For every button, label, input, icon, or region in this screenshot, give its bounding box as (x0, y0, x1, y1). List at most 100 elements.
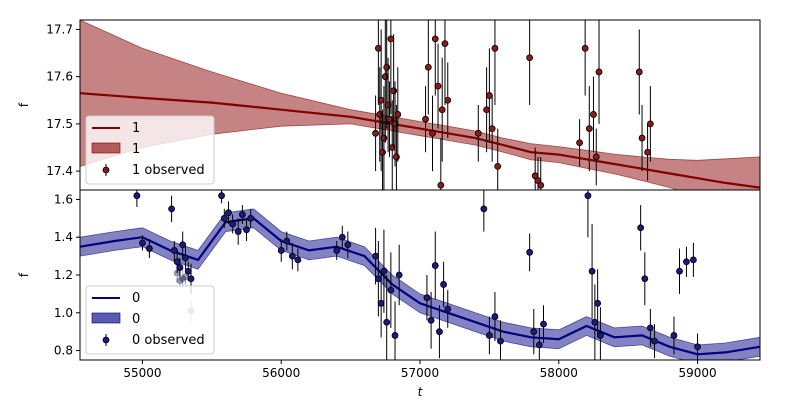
top-observed-point (376, 67, 384, 162)
top-observed-point (431, 20, 439, 96)
bottom-observed-point (694, 333, 701, 360)
top-observed-point (576, 119, 583, 167)
bottom-xtick-label: 56000 (262, 366, 300, 380)
top-ytick-label: 17.6 (46, 70, 73, 84)
bottom-observed-point (646, 309, 654, 347)
bottom-observed-point (683, 246, 690, 277)
top-observed-point (644, 123, 651, 181)
bottom-y-ticks: 0.81.01.21.41.6 (54, 192, 80, 358)
top-observed-point (592, 128, 600, 186)
top-observed-point (374, 20, 382, 105)
bottom-observed-point (179, 231, 187, 258)
bottom-observed-point (218, 190, 225, 204)
top-mean-line (80, 92, 760, 189)
bottom-observed-point (133, 190, 141, 207)
bottom-observed-point (333, 241, 341, 260)
bottom-observed-point (247, 208, 255, 228)
bottom-legend-label-line: 0 (132, 291, 140, 306)
bottom-mean-line-layer (80, 217, 760, 356)
top-observed-point (638, 105, 646, 172)
top-observed-point (595, 20, 603, 124)
bottom-ytick-label: 1.2 (54, 268, 73, 282)
bottom-observed-point (480, 190, 488, 232)
top-observed-point (422, 86, 429, 153)
bottom-observed-point (440, 261, 447, 308)
bottom-observed-point (431, 231, 439, 300)
top-observed-point (441, 20, 449, 105)
bottom-observed-point (288, 242, 296, 270)
bottom-observed-point (594, 269, 602, 338)
bottom-observed-point (229, 214, 237, 234)
bottom-observed-point (383, 275, 391, 360)
bottom-observed-point (444, 290, 452, 328)
top-observed-point (585, 86, 593, 172)
bottom-ytick-label: 1.0 (54, 306, 73, 320)
top-y-ticks: 17.4 17.5 17.6 17.7 (46, 22, 80, 178)
top-observed-point (488, 95, 496, 162)
top-legend: 1 1 1 observed (85, 115, 215, 185)
top-ytick-label: 17.5 (46, 117, 73, 131)
top-confidence-band-layer (80, 20, 760, 190)
top-legend-box (85, 115, 215, 185)
bottom-observed-point (497, 320, 504, 360)
bottom-observed-point (243, 218, 250, 241)
top-observed-point (635, 29, 643, 115)
bottom-observed-point (540, 305, 547, 343)
top-observed-point (526, 20, 534, 105)
bottom-observed-point (485, 316, 493, 355)
bottom-observed-point (176, 258, 184, 277)
top-observed-point (537, 156, 545, 190)
top-observed-point (581, 20, 589, 96)
bottom-observed-point (182, 246, 189, 270)
top-observed-point (590, 76, 597, 153)
bottom-xtick-label: 59000 (678, 366, 716, 380)
bottom-observed-point (277, 239, 285, 262)
top-legend-band-swatch (91, 142, 121, 154)
top-observed-point (383, 20, 391, 129)
top-legend-label-band: 1 (132, 142, 140, 157)
bottom-observed-point (344, 231, 352, 258)
bottom-observed-point (588, 224, 596, 319)
top-legend-marker-swatch (102, 166, 110, 174)
bottom-legend-label-band: 0 (132, 312, 140, 327)
top-observed-point (388, 100, 396, 190)
bottom-xtick-label: 58000 (540, 366, 578, 380)
top-observed-point (437, 138, 445, 190)
top-observed-point (494, 128, 502, 190)
bottom-observed-point (225, 201, 232, 224)
top-observed-point (429, 95, 436, 172)
top-ytick-label: 17.4 (46, 164, 73, 178)
top-confidence-band (80, 20, 760, 190)
top-observed-point (424, 20, 432, 115)
bottom-xtick-label: 55000 (123, 366, 161, 380)
top-observed-point (491, 20, 499, 105)
bottom-observed-point (220, 208, 228, 228)
bottom-observed-point (526, 233, 534, 272)
top-observed-point (444, 62, 452, 139)
bottom-observed-point (584, 190, 592, 238)
top-y-axis-label: f (17, 102, 31, 107)
bottom-observed-point (238, 205, 246, 224)
bottom-observed-point (294, 248, 302, 272)
bottom-observed-point (427, 292, 435, 349)
top-observed-points-layer (372, 20, 654, 190)
bottom-observed-point (535, 327, 543, 360)
bottom-mean-line (80, 217, 760, 356)
bottom-legend-band-swatch (91, 312, 121, 324)
bottom-ytick-label: 1.4 (54, 230, 73, 244)
top-panel: 17.4 17.5 17.6 17.7 f (17, 19, 761, 191)
top-observed-point (534, 156, 542, 190)
x-axis-label: t (418, 385, 424, 399)
bottom-observed-point (597, 307, 604, 360)
bottom-observed-point (689, 242, 697, 277)
bottom-observed-point (380, 229, 388, 313)
bottom-faded-observed-point (179, 269, 187, 289)
bottom-observed-point (591, 284, 599, 360)
top-observed-point (438, 57, 446, 162)
bottom-observed-point (391, 301, 399, 360)
top-ytick-label: 17.7 (46, 22, 73, 36)
bottom-observed-point (491, 292, 499, 342)
bottom-observed-point (436, 305, 443, 359)
top-observed-point (372, 95, 379, 172)
